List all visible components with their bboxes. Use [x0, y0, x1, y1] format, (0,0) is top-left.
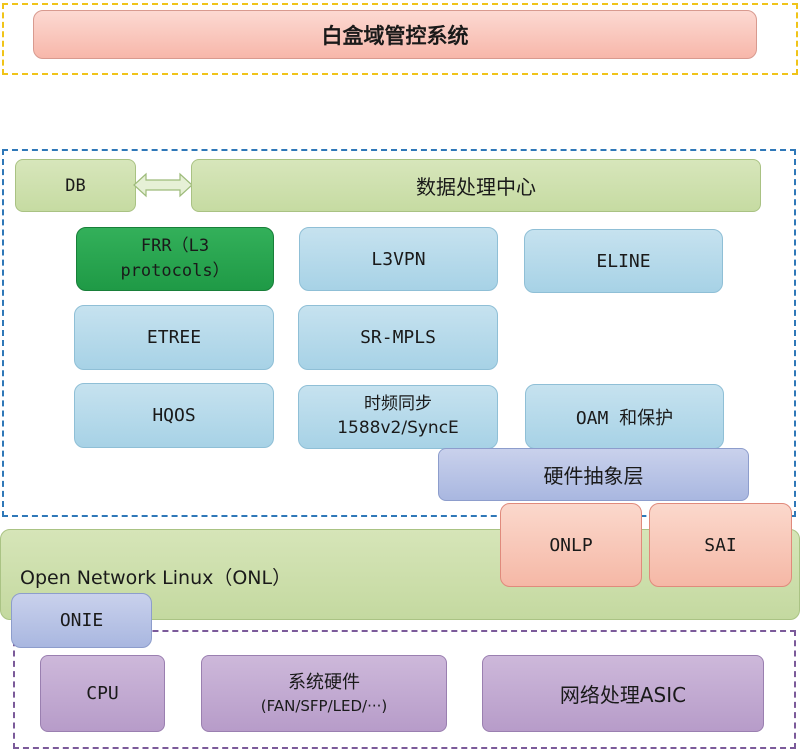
system-title: 白盒域管控系统	[33, 10, 757, 59]
time-sync-label: 时频同步	[364, 394, 432, 415]
sai-box: SAI	[649, 503, 792, 587]
time-sync-module: 时频同步 1588v2/SyncE	[298, 385, 498, 449]
system-hardware-list: (FAN/SFP/LED/···)	[260, 696, 388, 715]
system-hardware-label: 系统硬件	[288, 672, 360, 694]
l3vpn-module: L3VPN	[299, 227, 498, 291]
onlp-box: ONLP	[500, 503, 642, 587]
title-frame	[2, 3, 798, 75]
db-box: DB	[15, 159, 136, 212]
bidirectional-arrow-icon	[133, 172, 193, 198]
time-sync-protocols: 1588v2/SyncE	[337, 418, 459, 438]
cpu-box: CPU	[40, 655, 165, 732]
software-frame	[2, 149, 796, 517]
hardware-abstraction-layer: 硬件抽象层	[438, 448, 749, 501]
eline-module: ELINE	[524, 229, 723, 293]
data-processing-center: 数据处理中心	[191, 159, 761, 212]
frr-module: FRR（L3 protocols）	[76, 227, 274, 291]
system-hardware-box: 系统硬件 (FAN/SFP/LED/···)	[201, 655, 447, 732]
hardware-frame	[13, 630, 796, 749]
etree-module: ETREE	[74, 305, 274, 370]
sr-mpls-module: SR-MPLS	[298, 305, 498, 370]
frr-label-line2: protocols）	[120, 261, 230, 281]
hqos-module: HQOS	[74, 383, 274, 448]
onl-label: Open Network Linux（ONL）	[20, 567, 292, 589]
oam-protection-module: OAM 和保护	[525, 384, 724, 449]
network-asic-box: 网络处理ASIC	[482, 655, 764, 732]
frr-label-line1: FRR（L3	[140, 236, 210, 257]
onie-box: ONIE	[11, 593, 152, 648]
